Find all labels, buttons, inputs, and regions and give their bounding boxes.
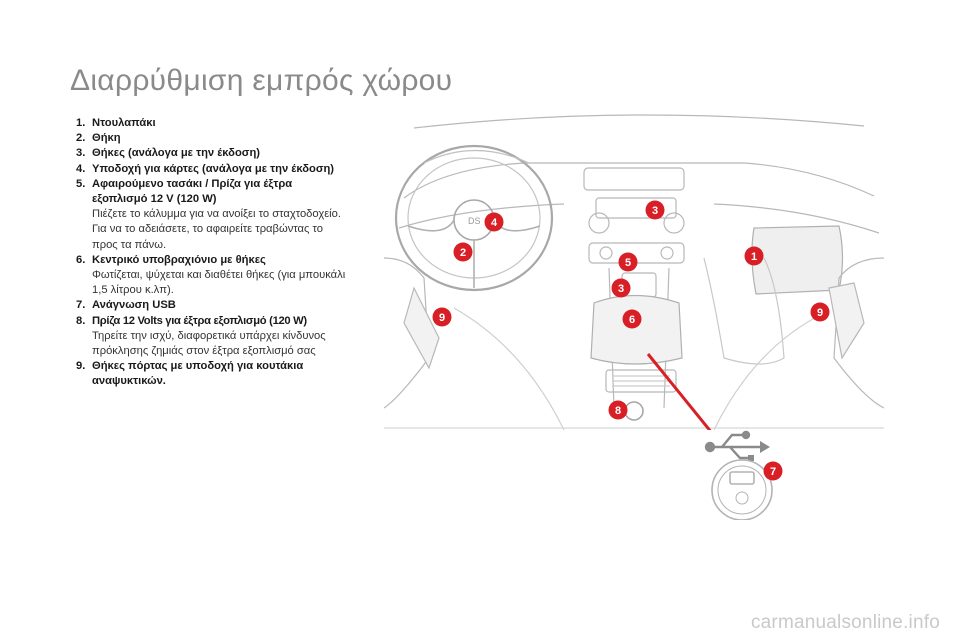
legend-item-7: 7. Ανάγνωση USB (76, 298, 346, 313)
svg-text:DS: DS (468, 216, 481, 226)
legend-title: Αφαιρούμενο τασάκι / Πρίζα για έξτρα εξο… (92, 177, 293, 206)
dashboard-outline (403, 162, 875, 199)
legend-item-2: 2. Θήκη (76, 131, 346, 146)
legend-number: 6. (76, 253, 86, 266)
legend-description: Πιέζετε το κάλυμμα για να ανοίξει το στα… (92, 208, 342, 221)
dashboard-lower-edge (398, 203, 880, 234)
steering-wheel: DS (394, 144, 554, 292)
legend-title: Κεντρικό υποβραχιόνιο με θήκες (92, 253, 266, 266)
left-door-pocket (403, 286, 440, 370)
legend-number: 1. (76, 117, 86, 129)
usb-icon (704, 430, 770, 461)
legend-description: Τηρείτε την ισχύ, διαφορετικά υπάρχει κί… (92, 329, 326, 358)
legend-number: 7. (76, 299, 86, 312)
legend-item-8: 8. Πρίζα 12 Volts για έξτρα εξοπλισμό (1… (76, 314, 346, 360)
legend-description: Για να το αδειάσετε, το αφαιρείτε τραβών… (92, 223, 323, 251)
center-console (583, 167, 685, 421)
windscreen-outline (413, 114, 865, 129)
legend-title: Ανάγνωση USB (92, 299, 176, 312)
legend-number: 9. (76, 360, 86, 373)
legend-number: 3. (76, 147, 86, 160)
right-door-pocket (828, 282, 865, 360)
legend-item-4: 4. Υποδοχή για κάρτες (ανάλογα με την έκ… (76, 162, 346, 177)
legend-title: Θήκες (ανάλογα με την έκδοση) (92, 147, 261, 160)
pointer-line (646, 353, 712, 430)
usb-port-housing (711, 459, 773, 520)
page-title: Διαρρύθμιση εμπρός χώρου (70, 64, 453, 97)
legend-title: Υποδοχή για κάρτες (ανάλογα με την έκδοσ… (92, 162, 335, 175)
legend-item-1: 1. Ντουλαπάκι (76, 116, 346, 131)
legend-title: Ντουλαπάκι (92, 117, 156, 129)
usb-inset (704, 430, 773, 520)
legend-number: 8. (76, 314, 86, 327)
legend-item-9: 9. Θήκες πόρτας με υποδοχή για κουτάκια … (76, 359, 346, 389)
legend-item-3: 3. Θήκες (ανάλογα με την έκδοση) (76, 146, 346, 161)
instrument-cluster (423, 150, 530, 164)
legend-list: 1. Ντουλαπάκι 2. Θήκη 3. Θήκες (ανάλογα … (76, 116, 346, 390)
legend-description: Φωτίζεται, ψύχεται και διαθέτει θήκες (γ… (92, 269, 346, 297)
legend-title: Θήκη (92, 132, 121, 145)
legend-item-5: 5. Αφαιρούμενο τασάκι / Πρίζα για έξτρα … (76, 177, 346, 253)
legend-number: 2. (76, 132, 86, 145)
cabin-illustration: DS (384, 114, 884, 430)
legend-item-6: 6. Κεντρικό υποβραχιόνιο με θήκες Φωτίζε… (76, 253, 346, 299)
legend-title: Θήκες πόρτας με υποδοχή για κουτάκια ανα… (92, 360, 304, 388)
armrest (590, 294, 683, 365)
legend-number: 5. (76, 177, 86, 190)
right-door (833, 257, 884, 409)
legend-number: 4. (76, 162, 86, 175)
watermark: carmanualsonline.info (750, 612, 940, 633)
passenger-seat (703, 257, 785, 365)
legend-title: Πρίζα 12 Volts για έξτρα εξοπλισμό (120 … (92, 314, 307, 327)
